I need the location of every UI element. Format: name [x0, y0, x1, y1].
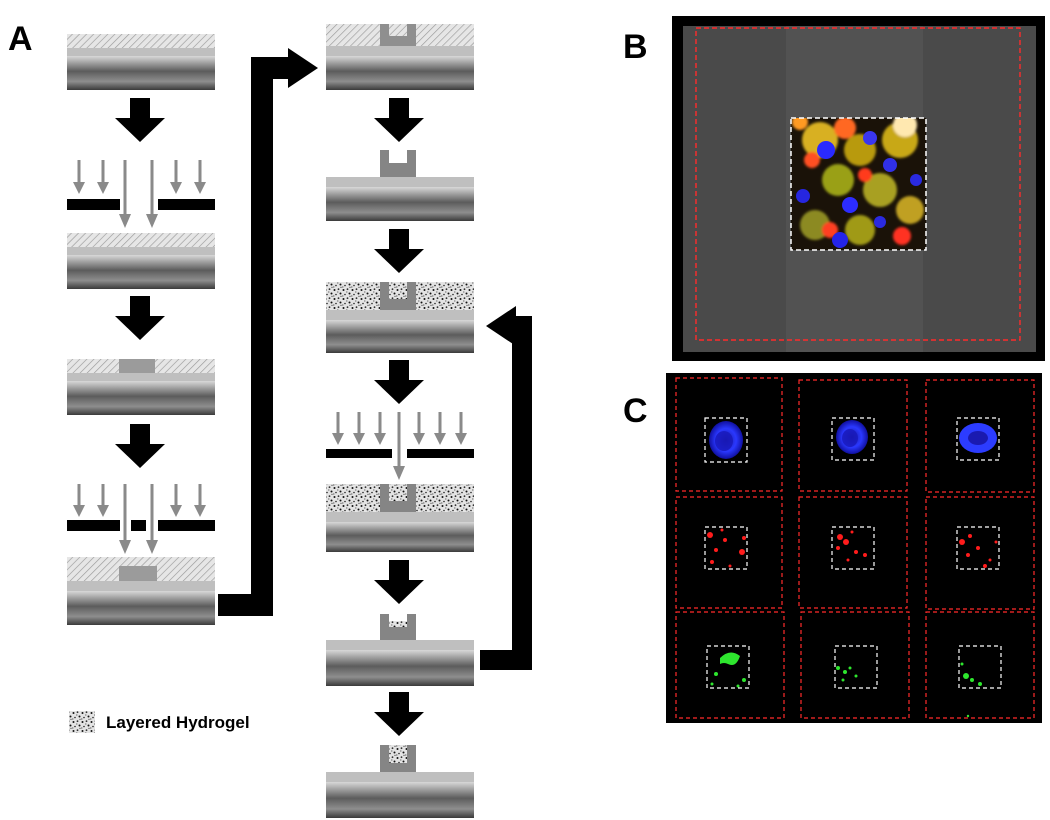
legend-swatch	[69, 711, 95, 733]
row-blue-nuclei	[709, 420, 997, 459]
photomask	[407, 449, 474, 458]
uv-exposure-step-3	[326, 412, 474, 552]
grid-cell	[836, 420, 868, 454]
uv-arrows	[332, 412, 467, 480]
grid-cell	[960, 662, 982, 718]
down-arrow	[374, 229, 424, 273]
photomask	[158, 520, 215, 531]
uv-arrows	[73, 484, 206, 554]
photomask	[158, 199, 215, 210]
step-developed-well	[326, 150, 474, 221]
step-patterned-layer	[67, 359, 215, 415]
step-trench-in-resist	[326, 24, 474, 90]
repeat-loop-arrow	[480, 306, 532, 670]
legend-label: Layered Hydrogel	[106, 713, 250, 732]
down-arrow	[115, 296, 165, 340]
legend: Layered Hydrogel	[69, 711, 250, 733]
panel-letter-b: B	[623, 28, 648, 66]
step-coated-substrate	[67, 34, 215, 90]
uv-exposure-step-2	[67, 484, 215, 625]
roi-grid	[675, 377, 1035, 719]
panel-letter-c: C	[623, 392, 648, 430]
grid-cell	[836, 666, 858, 682]
panel-c: C	[623, 373, 1042, 723]
down-arrow	[115, 424, 165, 468]
grid-cell	[710, 652, 746, 688]
grid-cell	[836, 530, 867, 562]
step-gel-fill	[326, 282, 474, 353]
grid-cell	[959, 534, 998, 568]
row-red-stain	[707, 528, 998, 568]
uv-exposure-step-1	[67, 160, 215, 289]
cell-boxes	[704, 417, 1002, 689]
down-arrow	[374, 360, 424, 404]
cell-box	[790, 117, 927, 251]
photomask	[326, 449, 392, 458]
down-arrow	[115, 98, 165, 142]
down-arrow	[374, 560, 424, 604]
row-green-stain	[710, 652, 982, 718]
photomask	[67, 199, 120, 210]
panel-b: B	[623, 16, 1045, 361]
uv-arrows	[73, 160, 206, 228]
cell-cluster-image	[791, 118, 926, 250]
photomask	[131, 520, 146, 531]
panel-a: A	[8, 20, 532, 818]
step-gel-layer-1	[326, 614, 474, 686]
connector-arrow	[218, 48, 318, 616]
panel-letter-a: A	[8, 20, 33, 58]
grid-cell	[707, 528, 746, 568]
roi-box	[695, 27, 1021, 341]
photomask	[67, 520, 120, 531]
process-column-left	[67, 34, 215, 625]
down-arrow	[374, 692, 424, 736]
process-column-right	[326, 24, 474, 818]
step-layered-gel-final	[326, 745, 474, 818]
down-arrow	[374, 98, 424, 142]
grid-cell	[709, 421, 743, 459]
grid-cell	[959, 423, 997, 453]
